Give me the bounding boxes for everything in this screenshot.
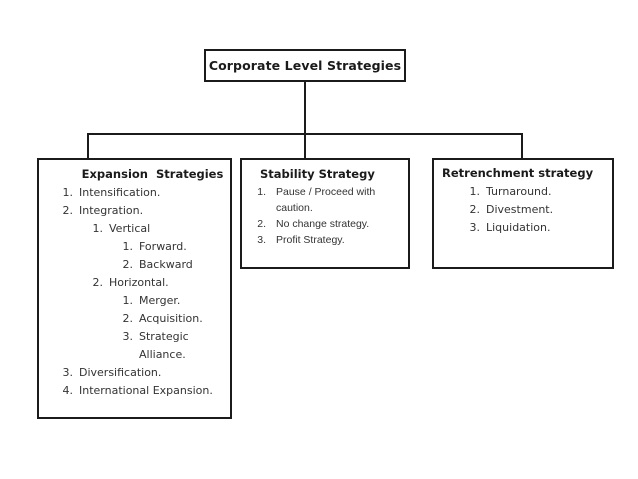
stability-title: Stability Strategy [260, 167, 375, 181]
list-item: Alliance. [57, 346, 248, 364]
list-item: 3. Diversification. [57, 364, 248, 382]
list-item: 1. Intensification. [57, 184, 248, 202]
list-item-label: Integration. [79, 204, 144, 217]
list-item-label: Forward. [139, 240, 187, 253]
list-item-number: 3. [257, 234, 266, 246]
list-item-label: Liquidation. [486, 221, 551, 234]
list-item: 2. Horizontal. [57, 274, 248, 292]
list-item: 3. Liquidation. [440, 219, 618, 237]
list-item-label: Pause / Proceed with [276, 186, 376, 198]
node-corporate-level-strategies: Corporate Level Strategies [204, 49, 406, 82]
list-item: 4. International Expansion. [57, 382, 248, 400]
list-item: 2. Backward [57, 256, 248, 274]
list-item: 1. Forward. [57, 238, 248, 256]
list-item-number: 2. [92, 276, 104, 289]
node-retrenchment-strategy: Retrenchment strategy 1. Turnaround. 2. Div… [432, 158, 614, 269]
list-item-number: 3. [469, 221, 481, 234]
retrenchment-list: 1. Turnaround. 2. Divestment. 3. Liquidation. [440, 183, 618, 237]
list-item: 2. No change strategy. [252, 216, 418, 232]
list-item: 1. Merger. [57, 292, 248, 310]
list-item-number: 1. [469, 185, 481, 198]
list-item-number: 2. [122, 258, 134, 271]
list-item-number: 3. [122, 330, 134, 343]
list-item: 1. Pause / Proceed with [252, 184, 418, 200]
list-item: 2. Acquisition. [57, 310, 248, 328]
list-item: 3. Profit Strategy. [252, 232, 418, 248]
list-item-label: Acquisition. [139, 312, 203, 325]
list-item-number: 3. [62, 366, 74, 379]
list-item: 2. Integration. [57, 202, 248, 220]
list-item-number: 1. [62, 186, 74, 199]
list-item-number: 1. [122, 294, 134, 307]
list-item-number: 4. [62, 384, 74, 397]
list-item-label: Diversification. [79, 366, 162, 379]
retrenchment-title: Retrenchment strategy [442, 166, 594, 180]
list-item-label: Horizontal. [109, 276, 169, 289]
list-item-number: 2. [469, 203, 481, 216]
connector-drop-retrenchment [521, 133, 523, 158]
list-item-label: International Expansion. [79, 384, 213, 397]
list-item-label: Merger. [139, 294, 181, 307]
list-item-label: Backward [139, 258, 193, 271]
list-item-label: Vertical [109, 222, 151, 235]
expansion-title: Expansion Strategies [81, 167, 224, 181]
node-expansion-strategies: Expansion Strategies 1. Intensification. 2… [37, 158, 232, 419]
list-item-label: Strategic [139, 330, 189, 343]
list-item-number: 1. [92, 222, 104, 235]
connector-drop-expansion [87, 133, 89, 158]
list-item-label: Intensification. [79, 186, 161, 199]
list-item: 3. Strategic [57, 328, 248, 346]
list-item-number: 2. [257, 218, 266, 230]
list-item-label: Profit Strategy. [276, 234, 345, 246]
list-item-number: 2. [62, 204, 74, 217]
expansion-list: 1. Intensification. 2. Integration. 1. Vertic… [57, 184, 248, 400]
list-item-number: 2. [122, 312, 134, 325]
list-item-label: caution. [276, 202, 313, 214]
list-item: 1. Turnaround. [440, 183, 618, 201]
stability-list: 1. Pause / Proceed with caution. 2. No chang… [252, 184, 418, 248]
node-stability-strategy: Stability Strategy 1. Pause / Proceed wit… [240, 158, 410, 269]
list-item-label: No change strategy. [276, 218, 370, 230]
list-item-label: Turnaround. [486, 185, 552, 198]
list-item-number: 1. [257, 186, 266, 198]
root-title: Corporate Level Strategies [208, 58, 402, 73]
list-item: 2. Divestment. [440, 201, 618, 219]
list-item-number: 1. [122, 240, 134, 253]
connector-drop-stability [304, 133, 306, 158]
list-item: 1. Vertical [57, 220, 248, 238]
list-item-label: Divestment. [486, 203, 554, 216]
list-item: caution. [252, 200, 418, 216]
list-item-label: Alliance. [139, 348, 186, 361]
connector-root-drop [304, 82, 306, 135]
